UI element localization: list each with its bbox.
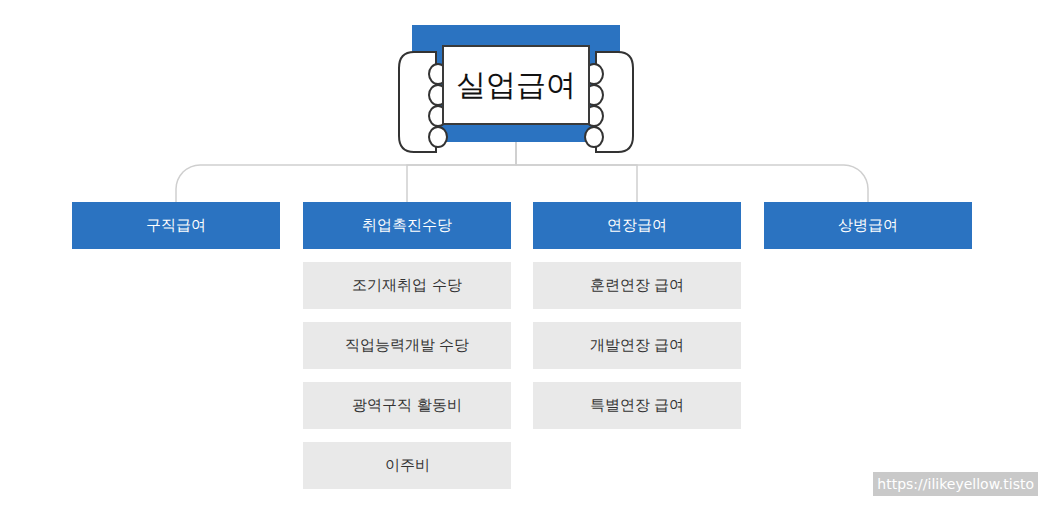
item-box: 조기재취업 수당 <box>303 262 511 309</box>
right-hand <box>585 52 633 152</box>
category-box: 상병급여 <box>764 202 972 249</box>
node-text: 연장급여 <box>607 216 667 235</box>
sign-card: 실업급여 <box>442 45 590 125</box>
item-box: 개발연장 급여 <box>533 322 741 369</box>
node-text: 직업능력개발 수당 <box>345 336 470 355</box>
node-text: 훈련연장 급여 <box>590 276 685 295</box>
node-text: 구직급여 <box>146 216 206 235</box>
item-box: 훈련연장 급여 <box>533 262 741 309</box>
node-text: 실업급여 <box>456 65 576 106</box>
item-box: 특별연장 급여 <box>533 382 741 429</box>
category-box: 취업촉진수당 <box>303 202 511 249</box>
node-text: 특별연장 급여 <box>590 396 685 415</box>
node-text: 취업촉진수당 <box>362 216 452 235</box>
node-text: 이주비 <box>385 456 430 475</box>
node-text: 개발연장 급여 <box>590 336 685 355</box>
sign-frame <box>412 25 620 142</box>
item-box: 이주비 <box>303 442 511 489</box>
node-text: 조기재취업 수당 <box>352 276 462 295</box>
category-box: 연장급여 <box>533 202 741 249</box>
category-box: 구직급여 <box>72 202 280 249</box>
watermark: https://ilikeyellow.tisto <box>873 472 1038 496</box>
item-box: 광역구직 활동비 <box>303 382 511 429</box>
node-text: 광역구직 활동비 <box>352 396 462 415</box>
node-text: 상병급여 <box>838 216 898 235</box>
left-hand <box>399 52 447 152</box>
item-box: 직업능력개발 수당 <box>303 322 511 369</box>
